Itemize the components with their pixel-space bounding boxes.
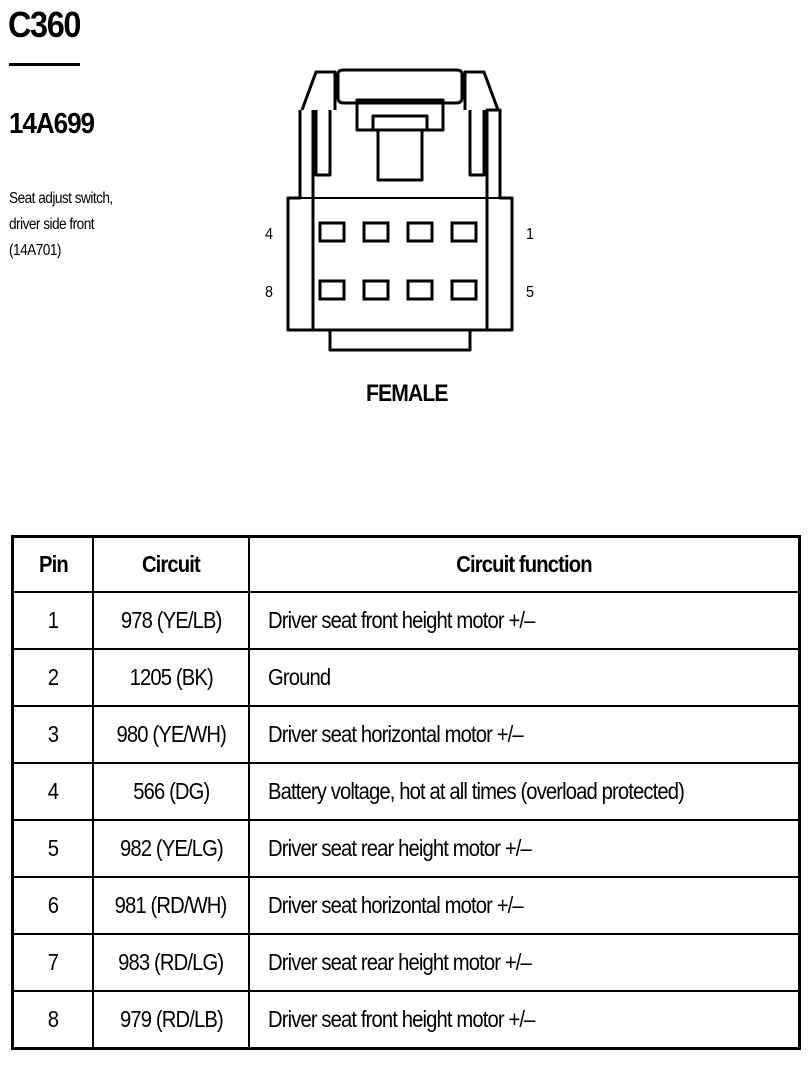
pin-label-top-left: 4 (265, 226, 274, 243)
cell-function-text: Driver seat rear height motor +/– (268, 835, 532, 861)
cell-function: Ground (248, 648, 801, 707)
table-row: 3 980 (YE/WH) Driver seat horizontal mot… (11, 705, 801, 764)
table-row: 7 983 (RD/LG) Driver seat rear height mo… (11, 933, 801, 992)
cell-circuit: 981 (RD/WH) (92, 876, 250, 935)
header-pin-text: Pin (38, 551, 69, 577)
cavity-pin-2 (406, 221, 434, 243)
cell-circuit: 1205 (BK) (92, 648, 250, 707)
cell-circuit: 979 (RD/LB) (92, 990, 250, 1050)
connector-body (300, 70, 500, 111)
pin-label-top-right: 1 (526, 226, 535, 243)
header-circuit: Circuit (92, 535, 250, 593)
connector-id-underline (9, 63, 80, 66)
cavity-pin-1 (450, 221, 478, 243)
cell-function: Driver seat rear height motor +/– (248, 819, 801, 878)
cell-pin: 6 (11, 876, 94, 935)
cavity-pin-7 (362, 279, 390, 301)
connector-id: C360 (8, 4, 81, 45)
cell-function-text: Driver seat horizontal motor +/– (268, 892, 524, 918)
cell-function: Driver seat front height motor +/– (248, 990, 801, 1050)
cell-circuit-text: 979 (RD/LB) (119, 1006, 224, 1032)
cell-pin-text: 5 (47, 835, 59, 861)
cell-circuit-text: 1205 (BK) (129, 664, 213, 690)
connector-top-cap (336, 68, 464, 105)
cell-function-text: Battery voltage, hot at all times (overl… (268, 778, 685, 804)
cavity-pin-3 (362, 221, 390, 243)
cell-pin-text: 2 (47, 664, 59, 690)
description-line-2: driver side front (9, 216, 95, 233)
cell-circuit-text: 983 (RD/LG) (118, 949, 224, 975)
table-row: 6 981 (RD/WH) Driver seat horizontal mot… (11, 876, 801, 935)
cell-pin-text: 7 (47, 949, 59, 975)
cell-circuit-text: 566 (DG) (132, 778, 210, 804)
cell-pin-text: 4 (47, 778, 59, 804)
cell-circuit: 983 (RD/LG) (92, 933, 250, 992)
description-line-3: (14A701) (9, 242, 61, 259)
cell-circuit: 982 (YE/LG) (92, 819, 250, 878)
cell-circuit-text: 981 (RD/WH) (115, 892, 228, 918)
header-function-text: Circuit function (456, 551, 592, 577)
cell-pin-text: 1 (47, 607, 59, 633)
part-number: 14A699 (9, 108, 95, 140)
connector-latch-inner (371, 114, 429, 132)
cell-function-text: Driver seat rear height motor +/– (268, 949, 532, 975)
cavity-pin-8 (318, 279, 346, 301)
cell-pin-text: 3 (47, 721, 59, 747)
cell-pin: 1 (11, 591, 94, 650)
header-pin: Pin (11, 535, 94, 593)
table-row: 2 1205 (BK) Ground (11, 648, 801, 707)
pin-label-bottom-right: 5 (526, 284, 535, 301)
header-function: Circuit function (248, 535, 801, 593)
cell-function-text: Driver seat front height motor +/– (268, 607, 535, 633)
cell-pin: 3 (11, 705, 94, 764)
cell-circuit-text: 978 (YE/LB) (120, 607, 222, 633)
cell-circuit: 566 (DG) (92, 762, 250, 821)
connector-gender: FEMALE (366, 380, 448, 407)
connector-latch-stem (376, 130, 424, 182)
cell-pin-text: 8 (47, 1006, 59, 1032)
connector-housing (286, 108, 514, 332)
cell-function: Driver seat horizontal motor +/– (248, 876, 801, 935)
cavity-pin-5 (450, 279, 478, 301)
description-line-1: Seat adjust switch, (9, 190, 113, 207)
cell-pin: 8 (11, 990, 94, 1050)
table-row: 1 978 (YE/LB) Driver seat front height m… (11, 591, 801, 650)
cavity-pin-6 (406, 279, 434, 301)
table-row: 8 979 (RD/LB) Driver seat front height m… (11, 990, 801, 1050)
cell-circuit-text: 980 (YE/WH) (116, 721, 226, 747)
connector-bottom-key (328, 330, 472, 352)
cell-pin-text: 6 (47, 892, 59, 918)
cell-function: Driver seat horizontal motor +/– (248, 705, 801, 764)
cell-circuit: 978 (YE/LB) (92, 591, 250, 650)
cell-circuit-text: 982 (YE/LG) (119, 835, 224, 861)
cavity-pin-4 (318, 221, 346, 243)
header-circuit-text: Circuit (142, 551, 201, 577)
cell-pin: 7 (11, 933, 94, 992)
cell-pin: 2 (11, 648, 94, 707)
cell-function: Driver seat front height motor +/– (248, 591, 801, 650)
connector-face-diagram (286, 68, 514, 352)
cell-function: Driver seat rear height motor +/– (248, 933, 801, 992)
connector-description: Seat adjust switch, driver side front (1… (9, 186, 113, 264)
pin-table: Pin Circuit Circuit function 1 978 (YE/L… (11, 535, 801, 1050)
table-header-row: Pin Circuit Circuit function (11, 535, 801, 593)
cell-pin: 4 (11, 762, 94, 821)
cell-function-text: Driver seat horizontal motor +/– (268, 721, 524, 747)
cell-function-text: Driver seat front height motor +/– (268, 1006, 535, 1032)
table-row: 5 982 (YE/LG) Driver seat rear height mo… (11, 819, 801, 878)
cell-circuit: 980 (YE/WH) (92, 705, 250, 764)
table-row: 4 566 (DG) Battery voltage, hot at all t… (11, 762, 801, 821)
cell-pin: 5 (11, 819, 94, 878)
connector-inner-wall-left (314, 110, 332, 177)
pin-label-bottom-left: 8 (265, 284, 274, 301)
cell-function: Battery voltage, hot at all times (overl… (248, 762, 801, 821)
cell-function-text: Ground (268, 664, 331, 690)
connector-inner-wall-right (468, 110, 486, 177)
